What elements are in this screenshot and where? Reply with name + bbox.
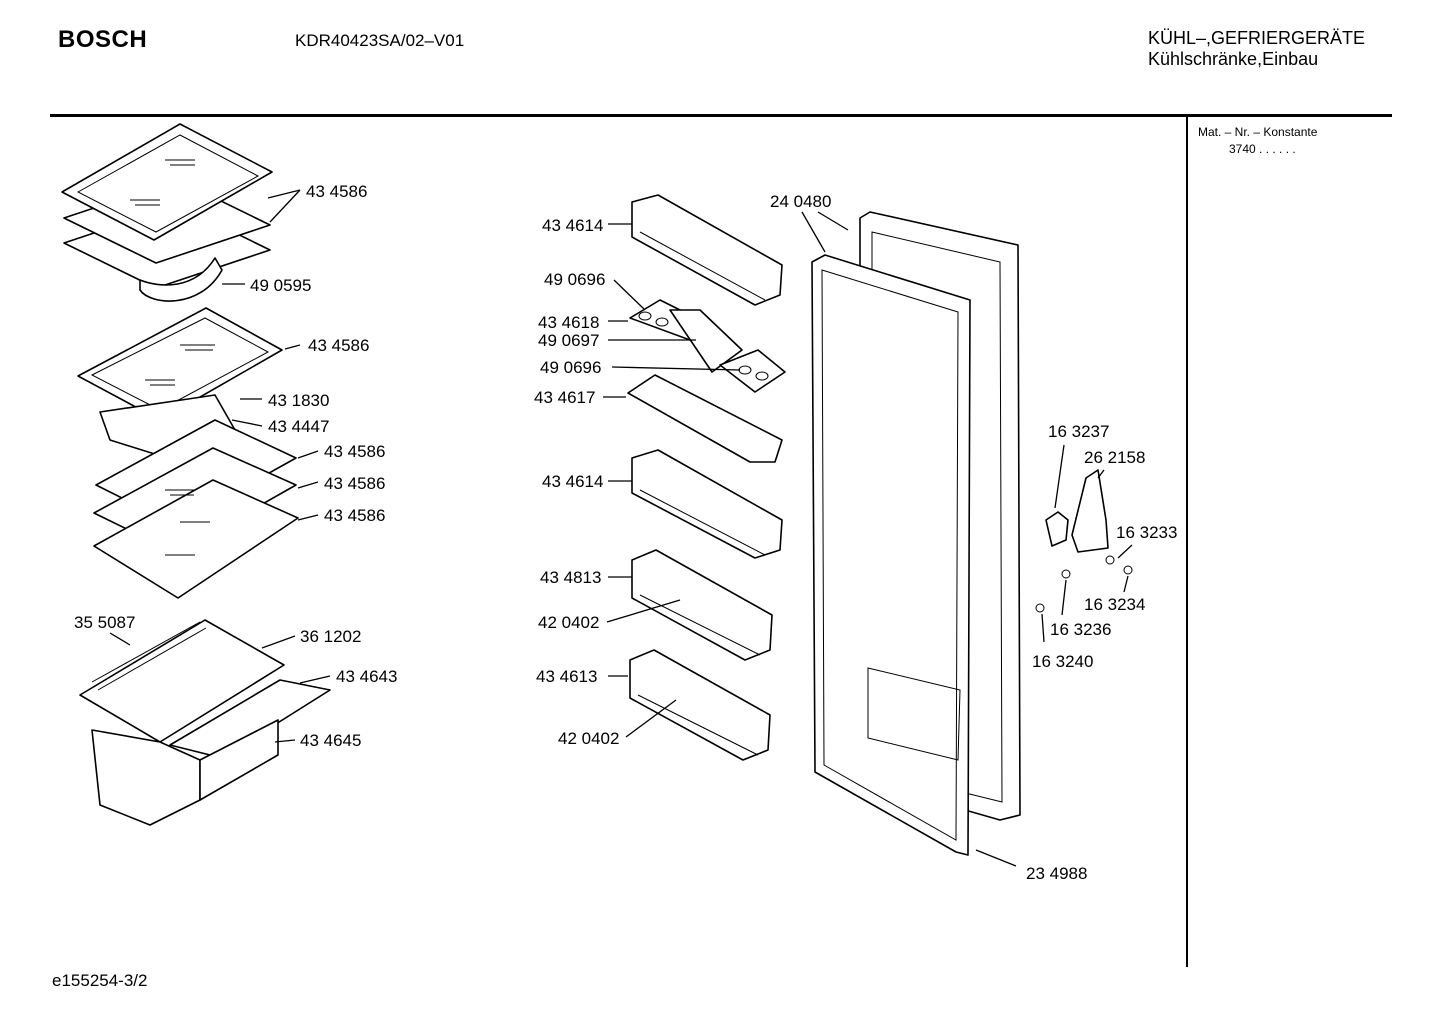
category-line-1: KÜHL–,GEFRIERGERÄTE — [1148, 28, 1366, 48]
part-434586-b: 43 4586 — [308, 336, 369, 355]
model-number: KDR40423SA/02–V01 — [295, 31, 465, 50]
left-leader-lines — [109, 189, 331, 743]
part-490696-b: 49 0696 — [540, 358, 601, 377]
part-434586-d: 43 4586 — [324, 474, 385, 493]
category-line-2: Kühlschränke,Einbau — [1148, 49, 1319, 69]
part-163236: 16 3236 — [1050, 620, 1111, 639]
part-163233: 16 3233 — [1116, 523, 1177, 542]
mat-number-value: 3740 . . . . . . — [1229, 142, 1296, 156]
part-434617: 43 4617 — [534, 388, 595, 407]
shelf-support-490595 — [139, 257, 223, 302]
part-434813: 43 4813 — [540, 568, 601, 587]
part-163237: 16 3237 — [1048, 422, 1109, 441]
door-gasket-234988 — [811, 254, 971, 856]
part-434586-e: 43 4586 — [324, 506, 385, 525]
glass-shelves-lower — [93, 419, 299, 599]
egg-tray-and-butter — [629, 299, 786, 393]
hinge-assembly — [1035, 469, 1133, 613]
door-bin-434613 — [629, 649, 771, 761]
door-bin-434617 — [627, 374, 783, 463]
part-490595: 49 0595 — [250, 276, 311, 295]
side-panel-divider — [1186, 117, 1188, 967]
part-234988: 23 4988 — [1026, 864, 1087, 883]
mat-number-label: Mat. – Nr. – Konstante — [1198, 125, 1318, 139]
header-divider — [50, 114, 1392, 117]
glass-shelf-with-frame — [77, 307, 283, 421]
part-240480: 24 0480 — [770, 192, 831, 211]
part-490696-a: 49 0696 — [544, 270, 605, 289]
part-163240: 16 3240 — [1032, 652, 1093, 671]
drawing-id: e155254-3/2 — [52, 971, 148, 990]
brand-logo: BOSCH — [58, 26, 148, 53]
part-262158: 26 2158 — [1084, 448, 1145, 467]
part-420402-b: 42 0402 — [558, 729, 619, 748]
part-434643: 43 4643 — [336, 667, 397, 686]
door-bin-434614-middle — [631, 449, 783, 559]
part-434586-a: 43 4586 — [306, 182, 367, 201]
door-bin-434813 — [631, 549, 773, 661]
middle-leader-lines — [603, 223, 741, 738]
crisper-assembly — [79, 619, 331, 826]
door-leader-lines — [801, 211, 1017, 867]
category-title: KÜHL–,GEFRIERGERÄTE Kühlschränke,Einbau — [1148, 28, 1365, 70]
part-434586-c: 43 4586 — [324, 442, 385, 461]
part-420402-a: 42 0402 — [538, 613, 599, 632]
part-355087: 35 5087 — [74, 613, 135, 632]
part-434614-a: 43 4614 — [542, 216, 603, 235]
part-434613: 43 4613 — [536, 667, 597, 686]
hinge-leader-lines — [1041, 444, 1133, 643]
part-434614-b: 43 4614 — [542, 472, 603, 491]
part-163234: 16 3234 — [1084, 595, 1145, 614]
part-434618: 43 4618 — [538, 313, 599, 332]
part-434447: 43 4447 — [268, 417, 329, 436]
glass-shelf-stack-top — [61, 123, 273, 289]
part-434645: 43 4645 — [300, 731, 361, 750]
door-bin-434614-top — [631, 194, 783, 306]
part-490697: 49 0697 — [538, 331, 599, 350]
part-431830: 43 1830 — [268, 391, 329, 410]
part-361202: 36 1202 — [300, 627, 361, 646]
